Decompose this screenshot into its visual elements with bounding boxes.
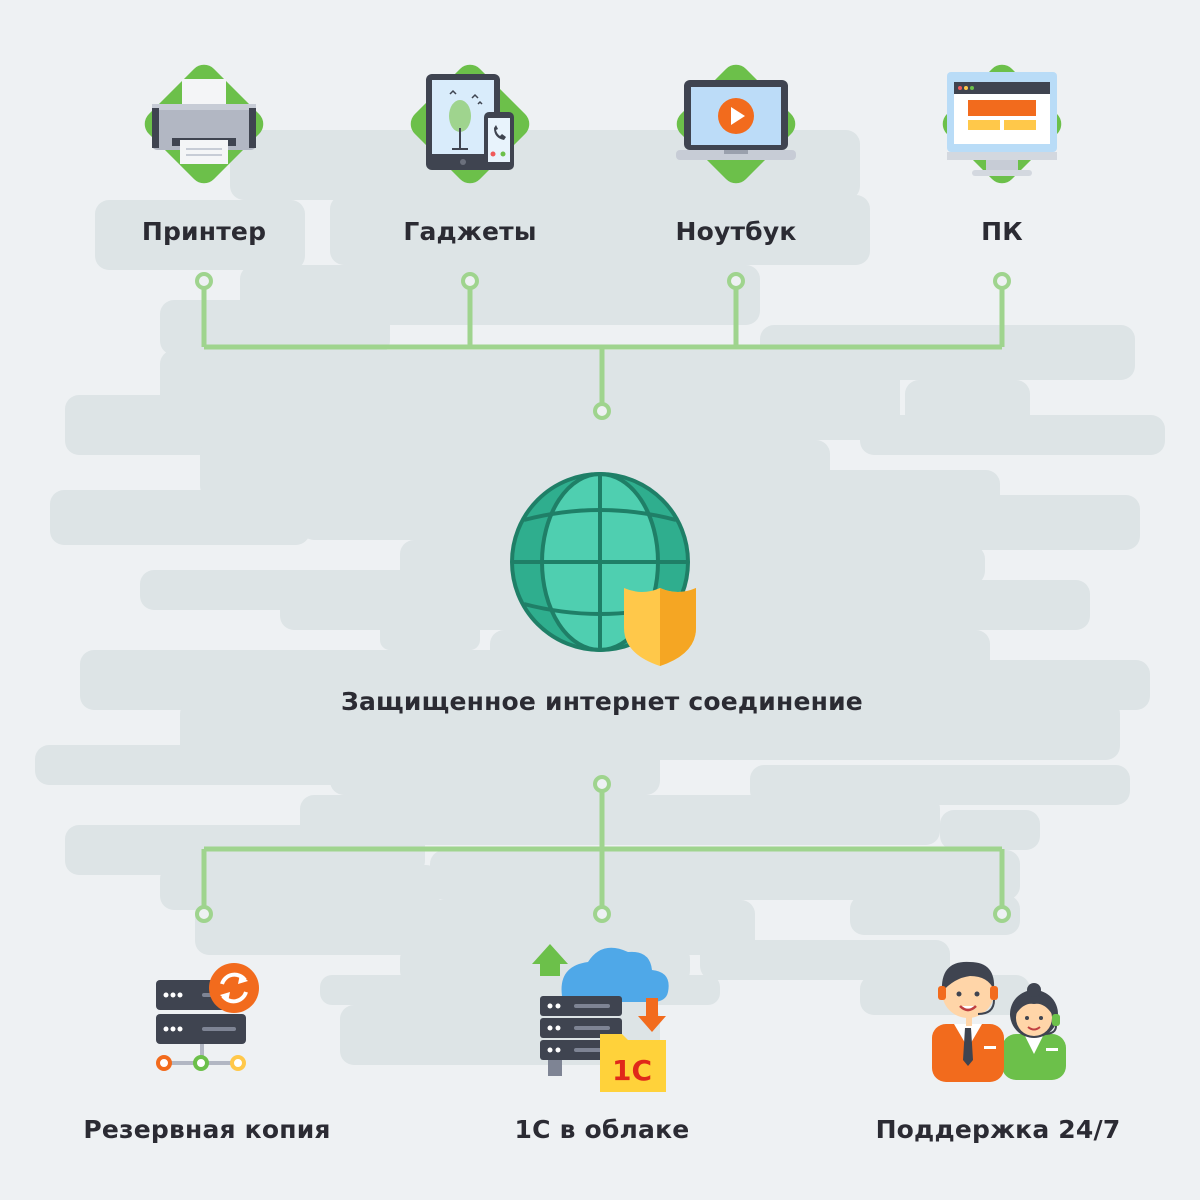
cloud-server-1c-icon: 1С — [532, 944, 669, 1092]
service-label-backup: Резервная копия — [83, 1115, 331, 1144]
desktop-monitor-icon — [942, 64, 1062, 184]
bottom-connector-nodes — [195, 775, 1011, 923]
laptop-video-icon — [676, 64, 796, 184]
device-label-gadgets: Гаджеты — [403, 217, 537, 246]
top-connector-nodes — [195, 272, 1011, 420]
device-label-printer: Принтер — [141, 217, 267, 246]
device-label-pc: ПК — [981, 217, 1023, 246]
service-label-support: Поддержка 24/7 — [875, 1115, 1121, 1144]
globe-shield-icon — [510, 472, 696, 666]
bottom-connectors — [201, 784, 1005, 914]
server-sync-icon — [156, 963, 259, 1071]
device-label-laptop: Ноутбук — [675, 217, 797, 246]
support-agents-icon — [932, 961, 1066, 1082]
printer-icon — [144, 64, 264, 184]
top-connectors — [201, 281, 1005, 411]
service-label-1c-cloud: 1С в облаке — [514, 1115, 690, 1144]
center-label: Защищенное интернет соединение — [341, 687, 863, 716]
tablet-phone-icon — [410, 64, 530, 184]
background-clouds — [35, 130, 1165, 1065]
1c-badge-text: 1С — [612, 1054, 652, 1087]
